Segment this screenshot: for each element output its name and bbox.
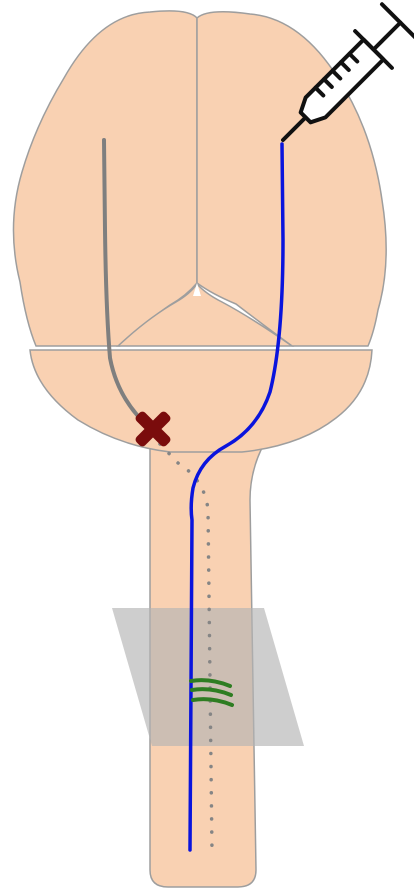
section-plane [112,608,304,746]
cerebellum [30,350,372,452]
